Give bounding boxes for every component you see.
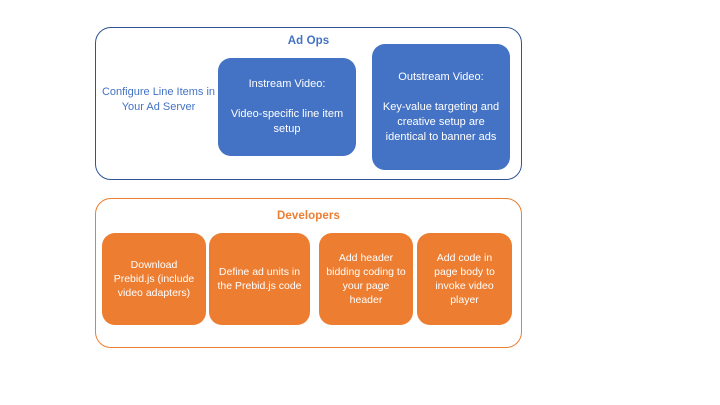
outstream-video-card[interactable]: Outstream Video: Key-value targeting and… (372, 44, 510, 170)
ad-ops-group-title: Ad Ops (287, 35, 330, 47)
instream-video-card[interactable]: Instream Video: Video-specific line item… (218, 58, 356, 156)
developers-group-title: Developers (276, 210, 340, 222)
add-header-bidding-card[interactable]: Add header bidding coding to your page h… (319, 233, 413, 325)
download-prebid-card[interactable]: Download Prebid.js (include video adapte… (102, 233, 206, 325)
add-page-body-code-card[interactable]: Add code in page body to invoke video pl… (417, 233, 512, 325)
define-ad-units-card[interactable]: Define ad units in the Prebid.js code (209, 233, 310, 325)
configure-line-items-text: Configure Line Items in Your Ad Server (101, 86, 216, 113)
